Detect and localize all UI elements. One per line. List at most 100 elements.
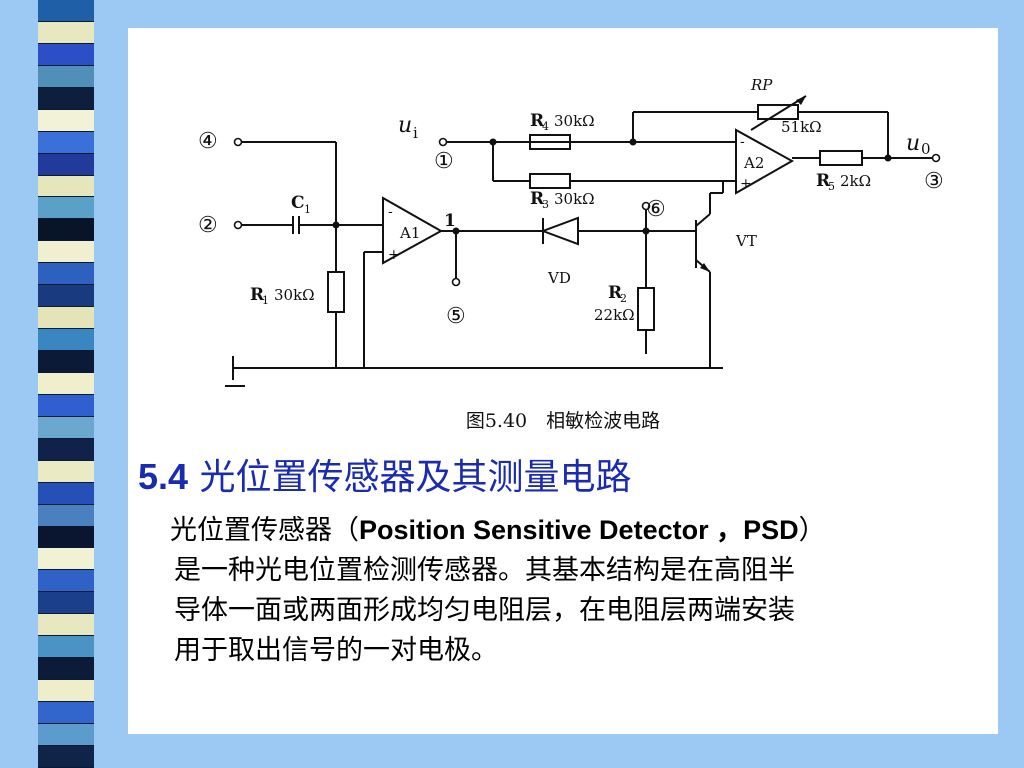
label-ui-sub: i xyxy=(413,124,418,142)
vd-diode xyxy=(540,216,579,246)
stripe-cell xyxy=(38,526,94,549)
label-rp: RP xyxy=(750,76,773,94)
junction-dot xyxy=(884,154,892,162)
stripe-cell xyxy=(38,438,94,461)
label-r1: R xyxy=(250,285,265,305)
terminal-5 xyxy=(451,277,461,287)
section-heading: 5.4 光位置传感器及其测量电路 xyxy=(138,448,632,500)
label-r2-sub: 2 xyxy=(620,292,627,305)
label-r5: R xyxy=(816,171,831,191)
a1-opamp xyxy=(382,196,444,265)
stripe-cell xyxy=(38,482,94,505)
figure-caption: 图5.40 相敏检波电路 xyxy=(465,410,661,432)
rp-potentiometer xyxy=(757,104,799,120)
r1-resistor xyxy=(327,271,345,313)
terminal-4 xyxy=(233,137,243,147)
junction-dot xyxy=(629,138,637,146)
terminal-3 xyxy=(931,153,941,163)
body-line-1-suffix: ） xyxy=(798,515,826,546)
label-r5-value: 2kΩ xyxy=(840,172,871,190)
stripe-cell xyxy=(38,570,94,593)
stripe-cell xyxy=(38,219,94,242)
label-r4-sub: 4 xyxy=(542,120,549,133)
label-r3: R xyxy=(530,189,545,209)
body-line-2: 是一种光电位置检测传感器。其基本结构是在高阻半 xyxy=(174,555,795,586)
stripe-cell xyxy=(38,723,94,746)
stripe-cell xyxy=(38,680,94,702)
stripe-cell xyxy=(38,394,94,417)
stripe-cell xyxy=(38,351,94,373)
stripe-cell xyxy=(38,460,94,483)
a1-minus: - xyxy=(388,204,393,220)
stripe-cell xyxy=(38,43,94,66)
stripe-cell xyxy=(38,745,94,768)
label-vd: VD xyxy=(547,269,571,287)
label-r4: R xyxy=(530,111,545,131)
label-out1: 1 xyxy=(444,211,456,231)
stripe-cell xyxy=(38,0,94,22)
stripe-cell xyxy=(38,548,94,571)
stripe-cell xyxy=(38,702,94,724)
section-title: 光位置传感器及其测量电路 xyxy=(199,457,632,498)
stripe-cell xyxy=(38,131,94,154)
label-n4: ④ xyxy=(198,129,218,154)
stripe-cell xyxy=(38,307,94,330)
label-c1-sub: 1 xyxy=(304,203,311,216)
label-r2: R xyxy=(608,283,623,303)
junction-dot xyxy=(452,227,460,235)
stripe-cell xyxy=(38,372,94,395)
stripe-cell xyxy=(38,329,94,351)
stripe-cell xyxy=(38,592,94,615)
label-a2: A2 xyxy=(743,154,764,172)
body-line-1-prefix: 光位置传感器（ xyxy=(170,515,359,546)
label-n1: ① xyxy=(434,149,454,174)
a2-minus: - xyxy=(740,134,745,150)
junction-dot xyxy=(642,227,650,235)
stripe-cell xyxy=(38,65,94,88)
junction-dot xyxy=(489,138,497,146)
label-r1-sub: 1 xyxy=(262,294,269,307)
label-n6: ⑥ xyxy=(646,197,666,222)
circuit-diagram: ④ ② ① ⑤ ⑥ ③ u i u 0 1 C 1 R 1 30kΩ R 2 2… xyxy=(198,76,944,387)
label-n5: ⑤ xyxy=(446,304,466,329)
stripe-cell xyxy=(38,658,94,681)
body-text: 光位置传感器（Position Sensitive Detector ，PSD）… xyxy=(170,510,994,671)
decorative-stripe xyxy=(38,0,94,768)
stripe-cell xyxy=(38,153,94,176)
label-r2-value: 22kΩ xyxy=(594,306,635,324)
label-a1: A1 xyxy=(399,224,420,242)
terminal-1 xyxy=(438,137,448,147)
stripe-cell xyxy=(38,614,94,637)
terminal-6 xyxy=(641,201,651,211)
label-uo-sub: 0 xyxy=(921,140,931,158)
r3-resistor xyxy=(529,173,571,189)
label-r4-value: 30kΩ xyxy=(554,112,595,130)
r5-resistor xyxy=(819,150,863,166)
label-r1-value: 30kΩ xyxy=(274,286,315,304)
stripe-cell xyxy=(38,197,94,220)
stripe-cell xyxy=(38,175,94,198)
label-n3: ③ xyxy=(924,169,944,194)
stripe-cell xyxy=(38,21,94,44)
stripe-cell xyxy=(38,263,94,286)
body-line-3: 导体一面或两面形成均匀电阻层，在电阻层两端安装 xyxy=(174,595,795,626)
label-r3-sub: 3 xyxy=(542,198,549,211)
label-r5-sub: 5 xyxy=(828,180,835,193)
label-vt: VT xyxy=(735,232,757,250)
stripe-cell xyxy=(38,241,94,264)
slide: ④ ② ① ⑤ ⑥ ③ u i u 0 1 C 1 R 1 30kΩ R 2 2… xyxy=(128,28,998,734)
a1-plus: + xyxy=(388,247,400,263)
junction-dot xyxy=(332,221,340,229)
stripe-cell xyxy=(38,636,94,659)
stripe-cell xyxy=(38,109,94,132)
label-ui: u xyxy=(398,113,412,138)
a2-opamp xyxy=(735,128,795,195)
stripe-cell xyxy=(38,87,94,110)
a2-plus: + xyxy=(740,176,752,192)
terminal-2 xyxy=(233,220,243,230)
body-line-4: 用于取出信号的一对电极。 xyxy=(174,635,498,666)
stripe-cell xyxy=(38,416,94,439)
stripe-cell xyxy=(38,285,94,308)
label-rp-value: 51kΩ xyxy=(781,118,822,136)
body-line-1-english: Position Sensitive Detector ，PSD xyxy=(359,515,799,545)
